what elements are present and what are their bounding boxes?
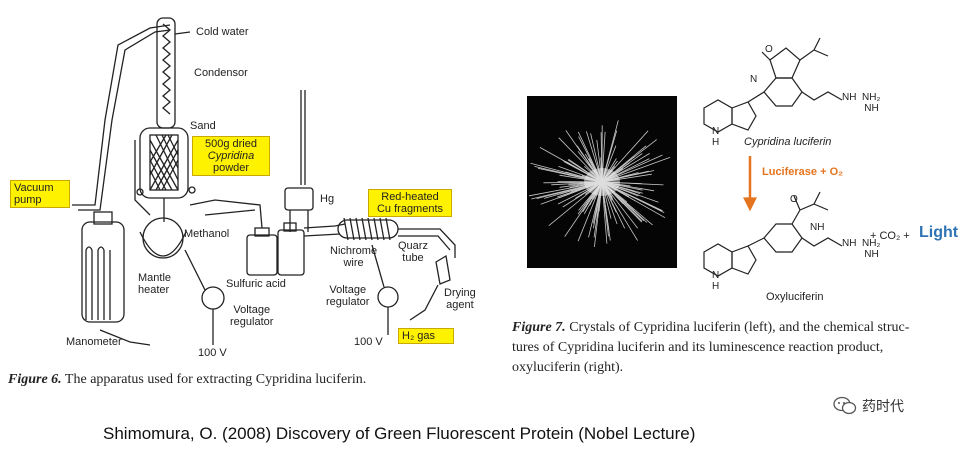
watermark-text: 药时代 bbox=[862, 398, 904, 414]
apparatus-drawing bbox=[72, 17, 456, 346]
label-100v-right: 100 V bbox=[354, 336, 383, 348]
label-quarz-tube: Quarz tube bbox=[398, 240, 428, 264]
label-red-heated-line1: Red-heated bbox=[381, 191, 439, 203]
label-hg: Hg bbox=[320, 193, 335, 205]
label-mantle-line2: heater bbox=[138, 284, 170, 296]
label-quarz-line1: Quarz bbox=[398, 240, 428, 252]
chem-luciferin-o: O bbox=[765, 44, 773, 55]
label-h2-gas: H₂ gas bbox=[398, 328, 454, 344]
label-voltage-regulator-right: Voltage regulator bbox=[326, 284, 369, 308]
crystal-photo bbox=[527, 96, 677, 268]
label-vacuum-line1: Vacuum bbox=[14, 182, 54, 194]
label-vacuum-pump: Vacuum pump bbox=[10, 180, 70, 208]
chem-luciferin-guanidine: NH NH₂ NH bbox=[842, 92, 881, 114]
oxyluciferin-name: Oxyluciferin bbox=[766, 291, 824, 303]
label-sand: Sand bbox=[190, 120, 216, 132]
label-dried-powder-line2: Cypridina bbox=[207, 150, 255, 162]
label-manometer: Manometer bbox=[66, 336, 122, 348]
label-methanol: Methanol bbox=[184, 228, 230, 240]
watermark: 药时代 bbox=[833, 396, 904, 416]
citation: Shimomura, O. (2008) Discovery of Green … bbox=[103, 424, 696, 443]
label-voltage-right-line1: Voltage bbox=[329, 284, 367, 296]
figure6-caption: Figure 6. The apparatus used for extract… bbox=[8, 370, 366, 390]
wechat-icon bbox=[833, 396, 857, 415]
figure6-caption-label: Figure 6. bbox=[8, 372, 62, 387]
chem-luciferin-n1: N bbox=[750, 74, 758, 85]
label-drying-line2: agent bbox=[446, 299, 474, 311]
chem-oxy-guanidine: NH NH₂ NH bbox=[842, 238, 881, 260]
label-sulfuric-acid: Sulfuric acid bbox=[226, 278, 286, 290]
chem-oxy-o: O bbox=[790, 194, 798, 205]
label-dried-powder: 500g dried Cypridina powder bbox=[192, 136, 270, 176]
label-nichrome-line1: Nichrome bbox=[330, 245, 378, 257]
label-100v-left: 100 V bbox=[198, 347, 227, 359]
chemical-structures bbox=[703, 37, 843, 277]
label-voltage-regulator-left: Voltage regulator bbox=[230, 304, 273, 328]
label-voltage-left-line2: regulator bbox=[230, 316, 274, 328]
label-vacuum-line2: pump bbox=[14, 194, 42, 206]
luciferin-name: Cypridina luciferin bbox=[744, 136, 832, 148]
label-mantle-line1: Mantle bbox=[138, 272, 172, 284]
figure7-caption: Figure 7. Crystals of Cypridina luciferi… bbox=[512, 318, 909, 378]
label-dried-powder-line3: powder bbox=[212, 162, 250, 174]
figure7-caption-line1-text: Crystals of Cypridina luciferin (left), … bbox=[565, 320, 910, 335]
label-voltage-left-line1: Voltage bbox=[233, 304, 271, 316]
label-red-heated-line2: Cu fragments bbox=[376, 203, 444, 215]
figure7-caption-line1: Figure 7. Crystals of Cypridina luciferi… bbox=[512, 318, 909, 338]
label-quarz-line2: tube bbox=[402, 252, 424, 264]
products-label: + CO₂ + bbox=[870, 230, 910, 242]
label-red-heated: Red-heated Cu fragments bbox=[368, 189, 452, 217]
label-cold-water: Cold water bbox=[196, 26, 249, 38]
figure7-caption-line3: oxyluciferin (right). bbox=[512, 360, 624, 375]
figure7-caption-label: Figure 7. bbox=[512, 320, 566, 335]
label-dried-powder-line1: 500g dried bbox=[205, 138, 257, 150]
light-label: Light bbox=[919, 224, 959, 241]
reaction-label: Luciferase + O₂ bbox=[762, 166, 844, 178]
label-nichrome-line2: wire bbox=[343, 257, 364, 269]
chem-oxy-nh: NH bbox=[810, 222, 825, 233]
label-drying-line1: Drying bbox=[444, 287, 476, 299]
figure7-caption-line2: tures of Cypridina luciferin and its lum… bbox=[512, 340, 884, 355]
figure6-caption-text: The apparatus used for extracting Cyprid… bbox=[61, 372, 367, 387]
label-nichrome-wire: Nichrome wire bbox=[330, 245, 377, 269]
label-voltage-right-line2: regulator bbox=[326, 296, 370, 308]
label-drying-agent: Drying agent bbox=[444, 287, 476, 311]
label-mantle-heater: Mantle heater bbox=[138, 272, 171, 296]
label-condensor: Condensor bbox=[194, 67, 248, 79]
